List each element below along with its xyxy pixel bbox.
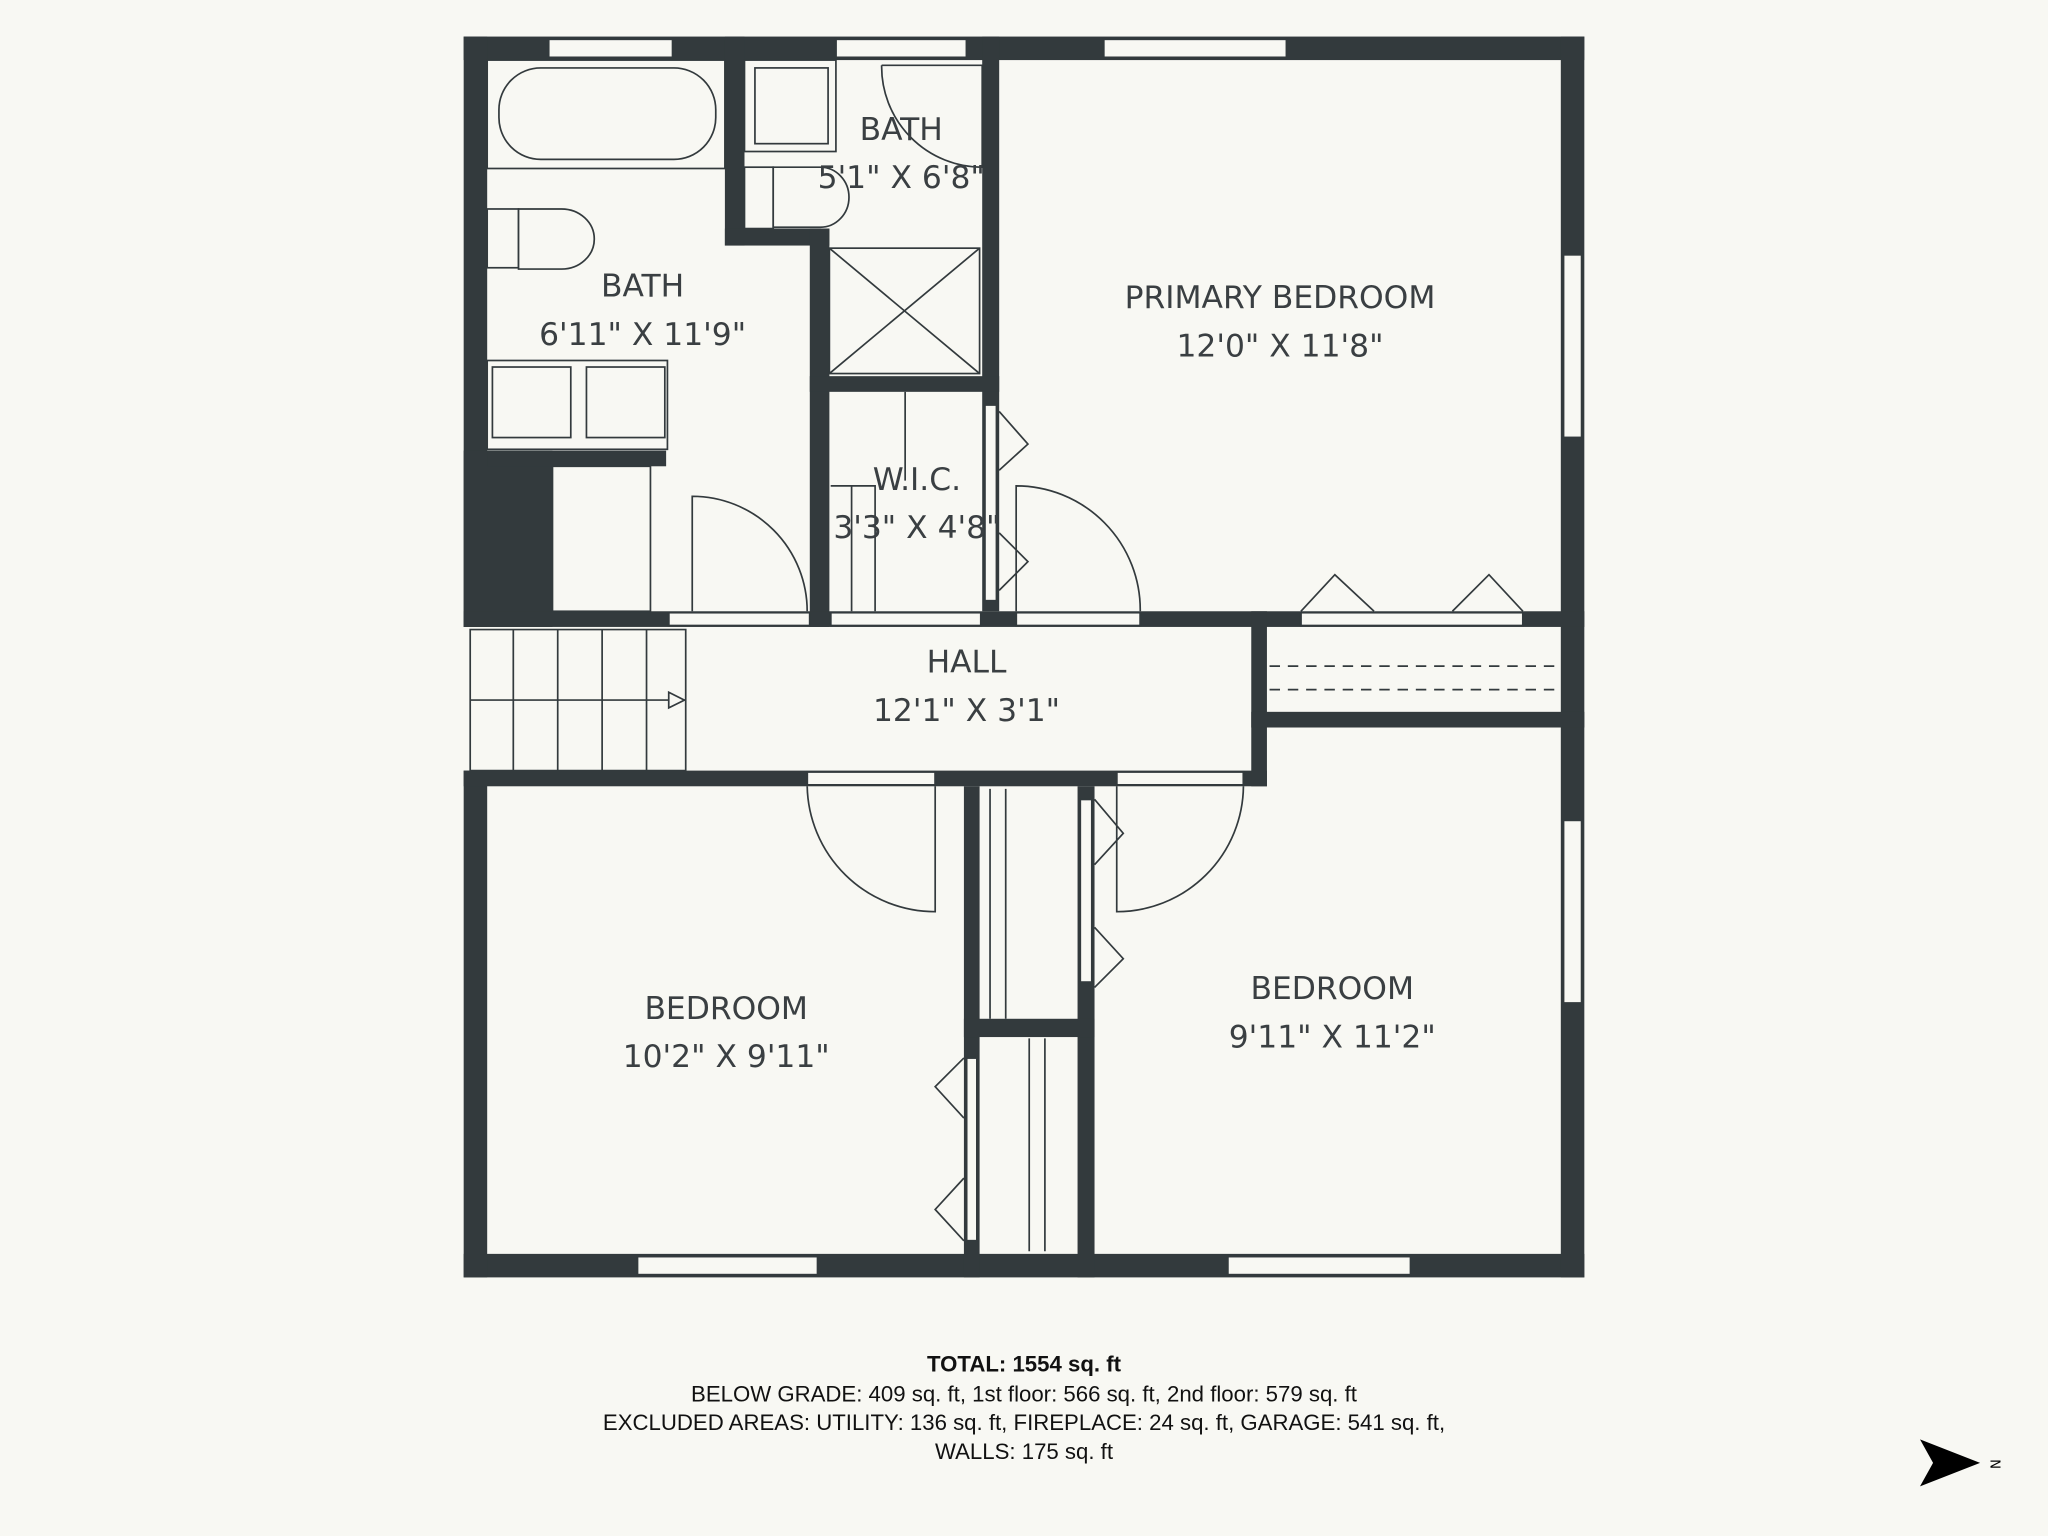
room-size: 12'1" X 3'1": [873, 693, 1060, 729]
north-arrow-icon: N: [1920, 1439, 2002, 1487]
fixtures: [469, 59, 1561, 1252]
room-size: 5'1" X 6'8": [818, 160, 985, 196]
room-name: BATH: [601, 268, 684, 304]
windows: [547, 38, 1583, 1276]
area-summary: TOTAL: 1554 sq. ft BELOW GRADE: 409 sq. …: [603, 1351, 1445, 1464]
walls: [463, 36, 1585, 1278]
room-name: BEDROOM: [644, 991, 808, 1027]
room-name: HALL: [927, 645, 1007, 681]
room-size: 9'11" X 11'2": [1229, 1020, 1436, 1056]
total-area: TOTAL: 1554 sq. ft: [927, 1351, 1122, 1376]
excluded-areas: EXCLUDED AREAS: UTILITY: 136 sq. ft, FIR…: [603, 1410, 1445, 1435]
room-name: W.I.C.: [873, 462, 961, 498]
room-size: 3'3" X 4'8": [833, 510, 1000, 546]
walls-area: WALLS: 175 sq. ft: [935, 1439, 1113, 1464]
room-size: 12'0" X 11'8": [1176, 329, 1383, 365]
north-label: N: [1987, 1459, 2002, 1469]
room-name: BATH: [860, 112, 943, 148]
room-labels: BATH 6'11" X 11'9" BATH 5'1" X 6'8" PRIM…: [539, 112, 1436, 1075]
room-name: PRIMARY BEDROOM: [1125, 280, 1436, 316]
room-name: BEDROOM: [1250, 971, 1414, 1007]
room-size: 6'11" X 11'9": [539, 317, 746, 353]
door-swings: [691, 64, 1524, 1242]
area-breakdown: BELOW GRADE: 409 sq. ft, 1st floor: 566 …: [691, 1381, 1357, 1406]
door-gaps: [667, 403, 1524, 1242]
room-size: 10'2" X 9'11": [623, 1039, 830, 1075]
